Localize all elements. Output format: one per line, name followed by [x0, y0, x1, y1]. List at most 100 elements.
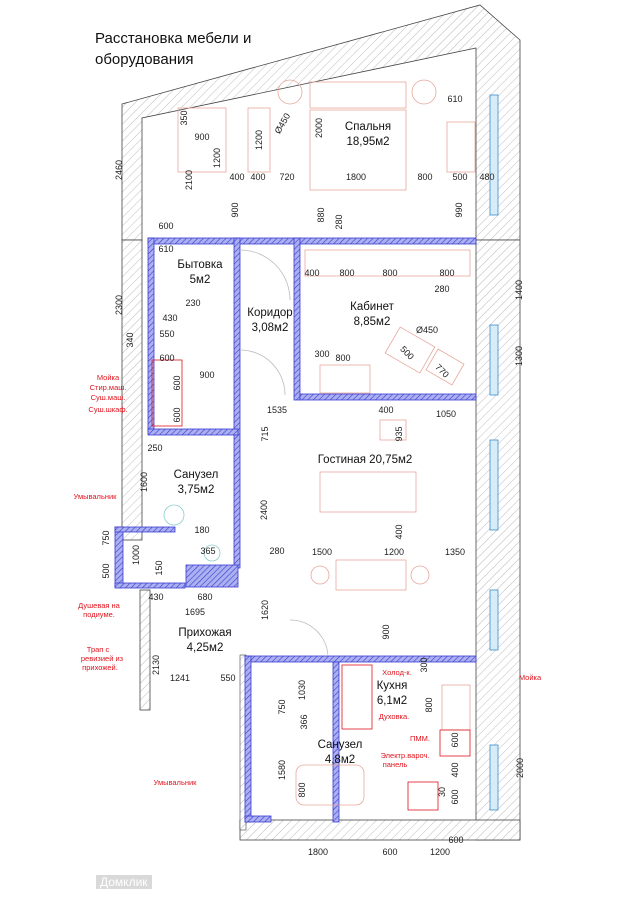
dimension-label: 900 [199, 370, 214, 380]
dimension-label: 366 [299, 714, 309, 729]
dimension-label: 600 [448, 835, 463, 845]
room-name: Бытовка [177, 259, 223, 271]
dimension-label: 150 [154, 560, 164, 575]
annotation-label: панель [383, 760, 408, 769]
kitchen-sink-unit [441, 684, 471, 731]
dimension-label: 550 [220, 673, 235, 683]
dimension-label: 800 [424, 697, 434, 712]
annotation-label: Душевая на [78, 601, 121, 610]
dimension-label: 180 [194, 525, 209, 535]
room-area: 5м2 [190, 274, 211, 286]
room-area: 8,85м2 [354, 316, 391, 328]
dimension-label: 2000 [515, 758, 525, 778]
room-name: Санузел [174, 469, 219, 481]
office-armchair [384, 326, 436, 374]
dimension-label: 1695 [185, 607, 205, 617]
annotation-label: подиуме. [83, 610, 115, 619]
dimension-label: 365 [200, 546, 215, 556]
annotation-label: Умывальник [74, 492, 118, 501]
annotation-label: Холод-к. [382, 668, 412, 677]
dimension-label: 800 [297, 782, 307, 797]
annotation-label: Трап с [87, 645, 110, 654]
room-name: Кухня [377, 680, 408, 692]
room-name: Прихожая [178, 627, 231, 639]
dimension-label: 300 [314, 349, 329, 359]
room-area: 18,95м2 [346, 136, 389, 148]
dimension-label: 500 [101, 563, 111, 578]
dimension-label: 900 [194, 132, 209, 142]
annotation-label: ПММ. [410, 734, 430, 743]
dimension-label: Ø450 [416, 325, 438, 335]
dimension-label: 880 [316, 207, 326, 222]
bedroom-desk [446, 121, 476, 173]
dimension-label: 1600 [139, 472, 149, 492]
dimension-label: 2130 [151, 655, 161, 675]
room-area: 4,25м2 [187, 642, 224, 654]
dimension-label: 800 [439, 268, 454, 278]
dimension-label: 600 [450, 789, 460, 804]
dimension-label: 30 [437, 787, 447, 797]
tv-stand [379, 419, 407, 441]
dimension-label: 400 [250, 172, 265, 182]
dimension-label: 1200 [430, 847, 450, 857]
dimension-label: 900 [381, 624, 391, 639]
dimension-label: 230 [185, 298, 200, 308]
kitchen-counter [341, 664, 373, 730]
annotation-label: Умывальник [154, 778, 198, 787]
dining-chair [310, 565, 330, 585]
dimension-label: 400 [450, 762, 460, 777]
dimension-label: 350 [179, 110, 189, 125]
dimension-label: 800 [339, 268, 354, 278]
dimension-label: 610 [158, 244, 173, 254]
annotation-label: Духовка. [379, 712, 410, 721]
washbasin [163, 504, 185, 526]
dimension-label: 1620 [260, 600, 270, 620]
dimension-label: 1050 [436, 409, 456, 419]
dimension-label: 600 [158, 221, 173, 231]
dimension-label: 2000 [314, 118, 324, 138]
door-swing [239, 249, 291, 301]
dimension-label: 1241 [170, 673, 190, 683]
annotation-label: Суш.маш. [91, 393, 126, 402]
toilet [203, 544, 221, 562]
dimension-label: 1400 [514, 280, 524, 300]
dimension-label: 2400 [259, 500, 269, 520]
dimension-label: 550 [159, 329, 174, 339]
dimension-label: 400 [378, 405, 393, 415]
watermark: Домклик [96, 875, 152, 889]
annotation-label: Суш.шкаф. [88, 405, 127, 414]
dimension-label: 400 [229, 172, 244, 182]
dimension-label: 1800 [346, 172, 366, 182]
dimension-label: 680 [197, 592, 212, 602]
annotation-label: Стир.маш. [90, 383, 127, 392]
interior-walls [114, 237, 477, 823]
bathtub [295, 764, 365, 806]
dimension-label: 2300 [114, 295, 124, 315]
office-desk [304, 249, 471, 277]
wardrobe [177, 107, 227, 173]
dimension-label: 600 [450, 732, 460, 747]
dimension-label: 600 [172, 407, 182, 422]
dimension-label: Ø450 [273, 111, 293, 135]
annotation-label: прихожей. [82, 663, 118, 672]
nightstand-left [277, 79, 303, 105]
door-swing [239, 349, 286, 396]
dimension-label: 1300 [514, 346, 524, 366]
dimension-label: 935 [394, 426, 404, 441]
laundry-units [151, 359, 183, 427]
dimension-label: 1535 [267, 405, 287, 415]
room-name: Кабинет [350, 301, 394, 313]
dimension-label: 300 [419, 657, 429, 672]
door-swing [289, 619, 329, 657]
annotation-label: Электр.вароч. [381, 751, 430, 760]
dimension-label: 900 [230, 202, 240, 217]
dimension-label: 2460 [114, 160, 124, 180]
dimension-label: 430 [162, 313, 177, 323]
dimension-label: 1000 [131, 545, 141, 565]
dimension-label: 400 [304, 268, 319, 278]
dimension-label: 430 [148, 592, 163, 602]
dimension-label: 750 [277, 699, 287, 714]
hob [407, 781, 439, 811]
